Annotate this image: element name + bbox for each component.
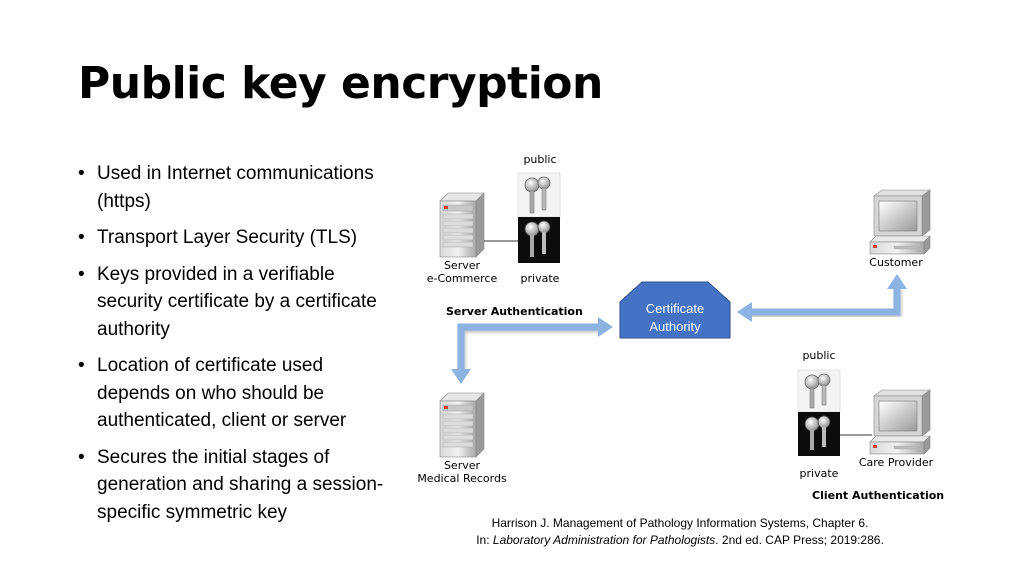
server-ecommerce-icon (439, 192, 485, 258)
bullet-item: Transport Layer Security (TLS) (78, 224, 398, 252)
ca-label-1: Certificate (646, 301, 705, 316)
citation-book-title: Laboratory Administration for Pathologis… (492, 533, 716, 547)
server-medical-label-1: Server (444, 459, 481, 472)
server-authentication-label: Server Authentication (446, 305, 583, 318)
citation-line-1: Harrison J. Management of Pathology Info… (491, 516, 869, 530)
server-medical-label-2: Medical Records (417, 472, 507, 485)
server-medical-records-icon (439, 392, 485, 458)
bullet-item: Location of certificate used depends on … (78, 352, 398, 435)
arrow-head-right (598, 317, 613, 337)
public-label-bottom: public (802, 349, 835, 362)
server-ecommerce-label-1: Server (444, 259, 481, 272)
bullet-item: Keys provided in a verifiable security c… (78, 261, 398, 344)
public-key-icon-bottom (797, 369, 841, 413)
care-provider-label: Care Provider (859, 456, 934, 469)
citation-prefix: In: (476, 533, 493, 547)
arrow-head-up (887, 274, 907, 289)
client-auth-arrow (750, 287, 901, 316)
citation-line-2: In: Laboratory Administration for Pathol… (470, 532, 890, 549)
client-authentication-label: Client Authentication (812, 489, 944, 502)
arrow-head-left (737, 302, 752, 322)
server-ecommerce-label-2: e-Commerce (427, 272, 498, 285)
ca-label-2: Authority (649, 319, 701, 334)
private-label-top: private (521, 272, 560, 285)
slide-title: Public key encryption (78, 58, 603, 109)
citation-suffix: . 2nd ed. CAP Press; 2019:286. (715, 533, 884, 547)
bullet-item: Used in Internet communications (https) (78, 160, 398, 215)
public-key-icon (517, 172, 561, 218)
private-key-icon-bottom (798, 412, 840, 456)
private-key-icon (518, 217, 560, 263)
citation: Harrison J. Management of Pathology Info… (470, 515, 890, 549)
bullet-list: Used in Internet communications (https) … (78, 160, 398, 535)
certificate-authority-box: Certificate Authority (619, 281, 731, 339)
public-label-top: public (523, 153, 556, 166)
care-provider-computer-icon (869, 389, 931, 455)
customer-computer-icon (869, 189, 931, 255)
pki-diagram: public private Server e-Commerce Custome… (417, 153, 944, 502)
bullet-item: Secures the initial stages of generation… (78, 444, 398, 527)
private-label-bottom: private (800, 467, 839, 480)
customer-label: Customer (869, 256, 923, 269)
arrow-head-down (451, 369, 471, 384)
server-auth-arrow (457, 323, 600, 371)
